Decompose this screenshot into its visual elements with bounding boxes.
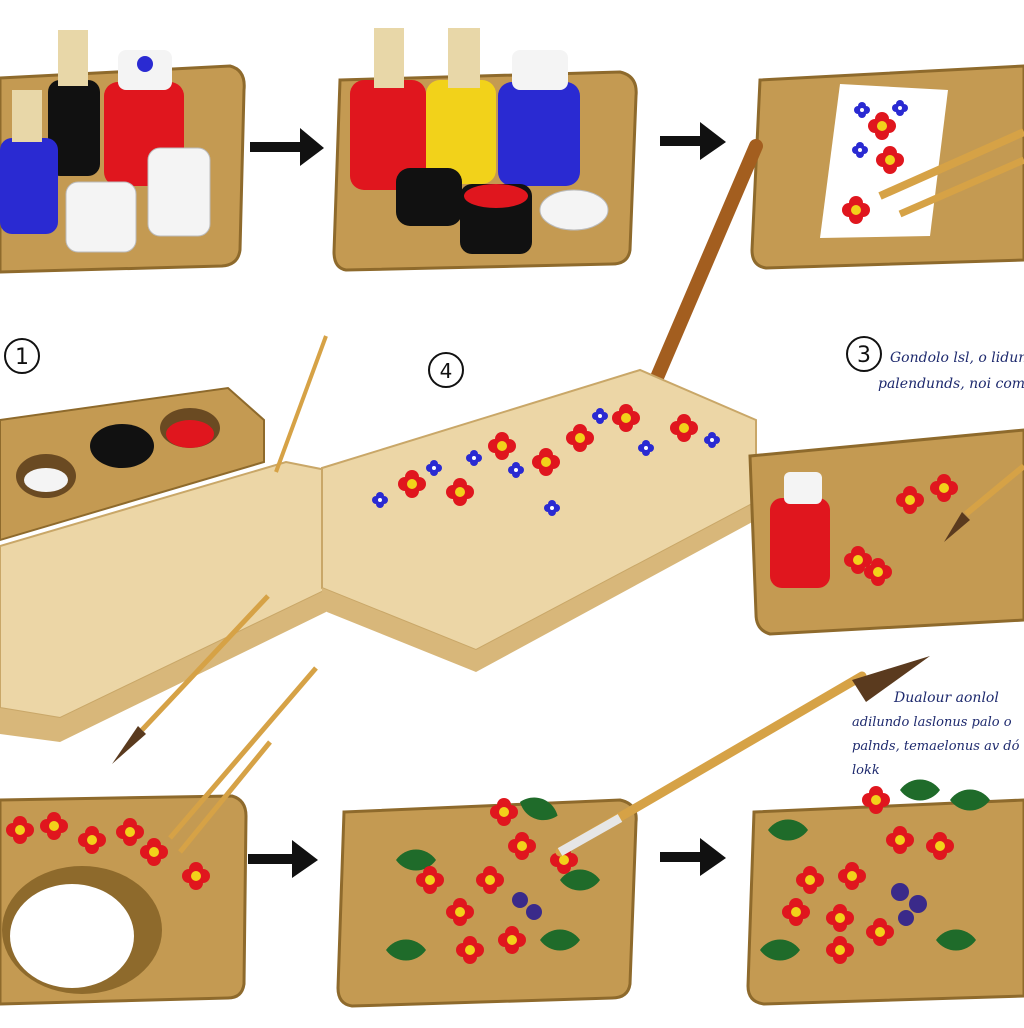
paintbrush-icon [112,594,270,764]
panel-painting-roses [336,792,638,1008]
caption-step-3-line-1: Gondolo lsl, o lidunlene [890,350,1024,366]
arrow-right-icon [250,128,324,166]
panel-painting-plank [321,368,757,672]
step-1-badge: 1 [4,338,40,374]
caption-step-final-line-2: adilundo laslonus palo o [852,715,1012,730]
caption-step-final-line-1: Dualour aonlol [893,690,999,706]
arrow-right-icon [660,122,726,160]
paint-jar-icon [770,472,830,588]
caption-step-final-line-3: palnds, temaelonus av dó lk [852,739,1024,754]
caption-step-3-line-2: palendunds, noi comzpp [878,376,1024,392]
paintbrush-icon [168,666,318,854]
paint-jar-icon [48,30,100,176]
paintbrush-icon [878,128,1024,218]
step-number: 4 [440,359,453,383]
step-number: 1 [15,345,29,370]
arrow-right-icon [660,838,726,876]
panel-finished-board [746,779,1024,1006]
step-3-badge: 3 [846,336,882,372]
panel-paint-colors [332,28,638,272]
panel-design-sheet [750,64,1024,270]
caption-step-final-line-4: lokk [852,763,880,778]
paint-jar-icon [0,90,58,234]
step-4-badge: 4 [428,352,464,388]
panel-paint-jars [0,30,246,274]
step-number: 3 [857,343,871,368]
paintbrush-icon [944,463,1024,542]
panel-practice-board [0,794,248,1006]
panel-red-jar [748,428,1024,636]
panel-paint-tray [0,335,328,742]
arrow-right-icon [248,840,318,878]
paintbrush-icon [555,656,930,857]
